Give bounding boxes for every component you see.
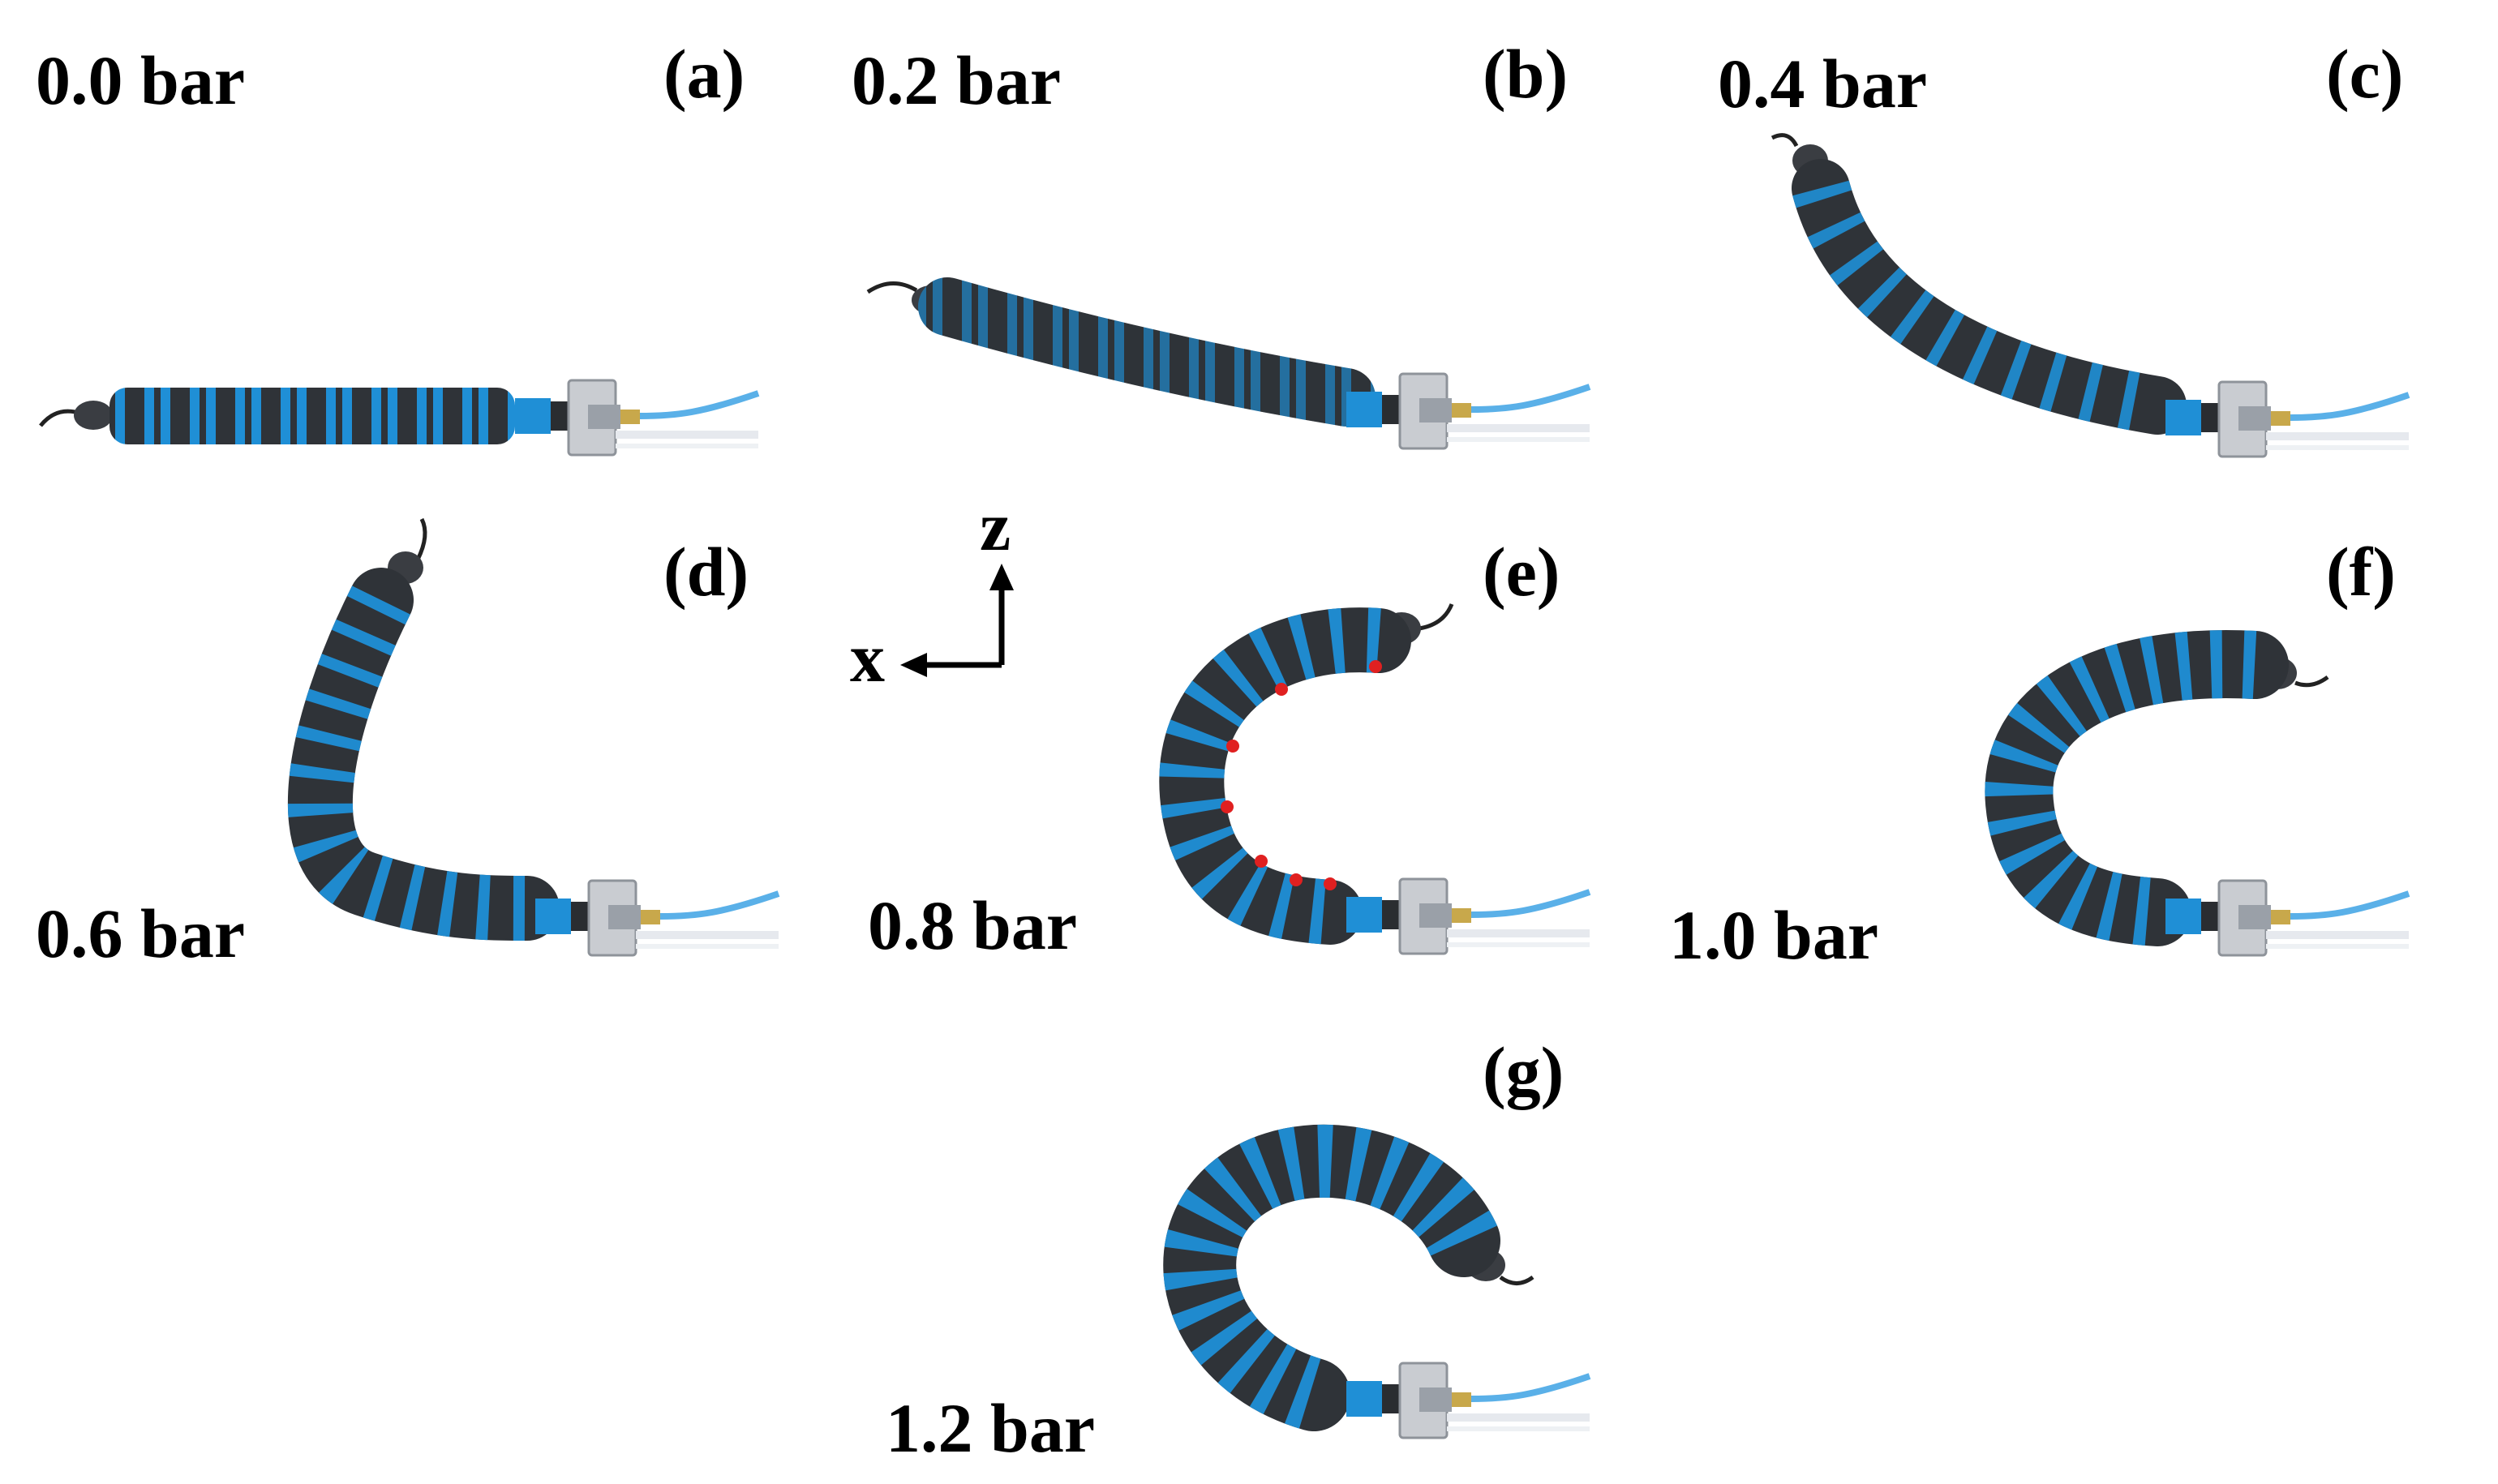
actuator-d <box>287 517 779 955</box>
pressure-label-c: 0.4 bar <box>1718 45 1927 122</box>
pressure-label-d: 0.6 bar <box>36 894 245 972</box>
pressure-label-g: 1.2 bar <box>886 1389 1095 1467</box>
panel-id-b: (b) <box>1483 35 1569 113</box>
panel-id-g: (g) <box>1483 1032 1564 1110</box>
actuator-g <box>1163 1124 1590 1438</box>
pressure-label-e: 0.8 bar <box>868 886 1077 964</box>
axis-label-z: z <box>980 487 1011 565</box>
marker-dots <box>1221 660 1382 890</box>
panel-id-e: (e) <box>1483 533 1560 611</box>
coordinate-axes <box>900 564 1014 677</box>
actuator-c <box>1770 133 2409 457</box>
pressure-label-f: 1.0 bar <box>1669 896 1878 974</box>
panel-id-a: (a) <box>663 35 745 113</box>
pressure-label-a: 0.0 bar <box>36 41 245 119</box>
panel-id-f: (f) <box>2326 533 2396 611</box>
actuator-b <box>866 277 1590 448</box>
axis-label-x: x <box>850 619 885 697</box>
panel-id-c: (c) <box>2326 35 2404 113</box>
actuator-e <box>1159 603 1590 954</box>
actuator-a <box>39 380 758 455</box>
panel-id-d: (d) <box>663 533 749 611</box>
pressure-label-b: 0.2 bar <box>852 41 1061 119</box>
actuator-f <box>1985 630 2409 955</box>
